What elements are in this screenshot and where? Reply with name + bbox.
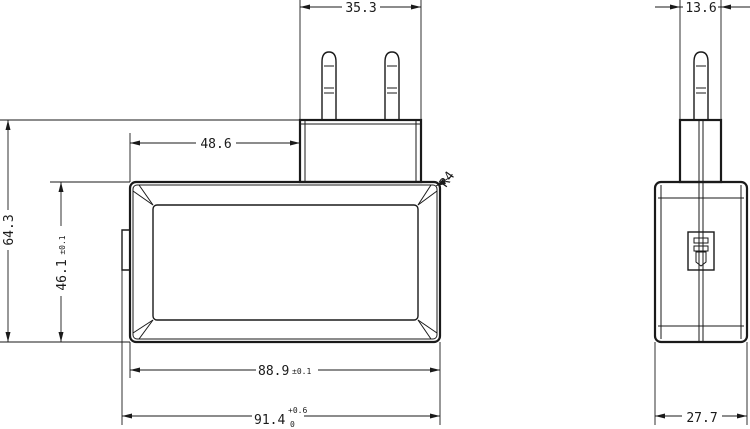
dim-body-height-label: 46.1	[55, 259, 70, 290]
dim-total-width-tolerance-upper: +0.6	[288, 406, 307, 415]
dim-plug-width: 35.3	[299, 0, 422, 120]
dim-total-height: 64.3	[0, 119, 300, 343]
dim-body-width-label: 88.9	[258, 364, 289, 379]
dim-plug-offset: 48.6	[129, 133, 300, 182]
dim-depth-label: 27.7	[686, 411, 717, 426]
dim-total-width-label: 91.4	[254, 413, 285, 428]
dim-total-width-tolerance-lower: 0	[290, 420, 295, 429]
dim-total-width: 91.4 +0.6 0	[121, 270, 441, 429]
dim-radius: R4	[435, 169, 458, 191]
dim-body-height-tolerance: ±0.1	[58, 235, 67, 254]
plug-housing	[298, 118, 423, 184]
dim-body-width-tolerance: ±0.1	[292, 367, 311, 376]
dim-body-height: 46.1 ±0.1	[50, 181, 130, 342]
dim-pin-width-label: 13.6	[685, 1, 716, 16]
adapter-body	[121, 180, 442, 344]
side-body	[653, 180, 749, 344]
dim-total-height-label: 64.3	[2, 214, 17, 245]
side-plug-housing	[678, 118, 723, 184]
dim-pin-width: 13.6	[655, 0, 750, 120]
side-plug-pin	[693, 51, 709, 120]
side-view: 13.6 27.7	[653, 0, 750, 426]
front-view: 35.3 48.6 R4 64.3	[0, 0, 458, 429]
dim-plug-offset-label: 48.6	[200, 137, 231, 152]
plug-pins	[321, 51, 400, 120]
dim-plug-width-label: 35.3	[345, 1, 376, 16]
side-switch	[687, 231, 715, 271]
dim-depth: 27.7	[654, 342, 748, 426]
dim-radius-label: R4	[437, 169, 458, 191]
dim-body-width: 88.9 ±0.1	[129, 342, 441, 379]
